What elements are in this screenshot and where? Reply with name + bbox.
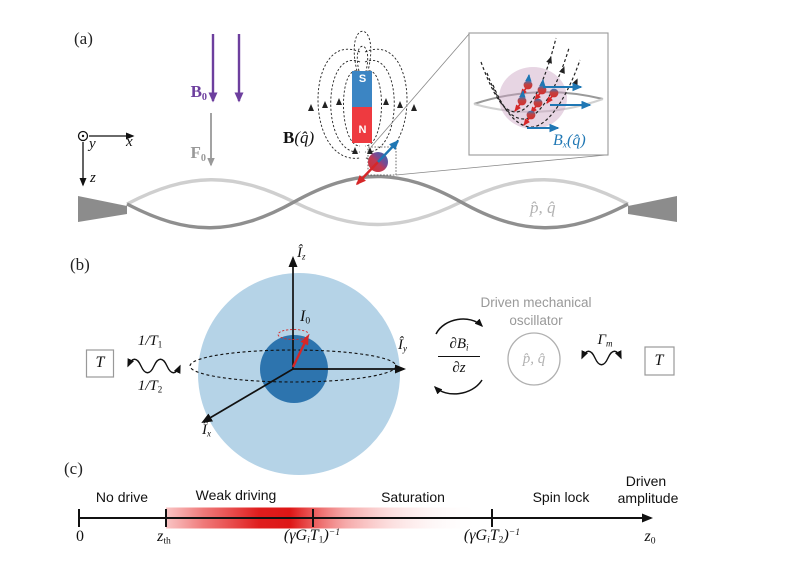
spin-particle — [355, 139, 400, 186]
oscillator-circle — [507, 332, 561, 386]
mode-operators-label: p̂, q̂ — [530, 198, 556, 217]
bar-magnet — [352, 71, 372, 143]
panel-b-graphics — [85, 256, 675, 475]
axis-ticks — [78, 509, 493, 527]
rate-1-over-t2: 1/T2 — [137, 378, 163, 395]
right-bath-box — [644, 346, 675, 376]
tick-label-zth: zth — [157, 528, 171, 547]
axis-z-label: z — [90, 170, 96, 186]
string-mode-light — [126, 178, 629, 227]
left-clamp — [78, 196, 127, 222]
rate-1-over-t1: 1/T1 — [137, 333, 163, 350]
coordinate-frame-icon — [77, 130, 135, 187]
polarization-vector — [291, 334, 310, 368]
tick-label-z0: z0 — [644, 528, 656, 547]
panel-a-tag: (a) — [74, 29, 93, 48]
b0-field-label: B0 — [190, 82, 207, 103]
axis-iy-label: Îy — [398, 337, 407, 354]
inset-bx-arrows — [527, 82, 592, 133]
region-weak-driving: Weak driving — [195, 487, 277, 503]
panel-c-graphics — [78, 507, 653, 529]
coupling-denominator: ∂z — [452, 360, 466, 376]
inset-spins — [514, 74, 559, 126]
zoom-source-box — [367, 146, 397, 176]
tick-label-zero: 0 — [76, 528, 84, 545]
zoom-connector-top — [370, 33, 470, 148]
axis-iz-label: Îz — [297, 245, 306, 262]
left-bath-label: T — [95, 354, 105, 371]
coupling-fraction-bar — [438, 356, 480, 357]
region-saturation: Saturation — [381, 489, 445, 505]
magnet-north-label: N — [358, 124, 367, 136]
tick-label-gamma-g-t1: (γGiT1)−1 — [283, 527, 341, 546]
oscillator-title-line1: Driven mechanical — [480, 295, 592, 310]
bloch-axes — [201, 256, 406, 424]
axis-title-line1: Driven — [625, 473, 667, 489]
tick-label-gamma-g-t2: (γGiT2)−1 — [463, 527, 521, 546]
coupling-numerator: ∂Bi — [449, 336, 469, 353]
gradient-field-label: B(q̂) — [283, 128, 315, 147]
i0-vector-label: I0 — [300, 308, 311, 327]
right-bath-label: T — [654, 352, 664, 369]
inset-bx-label: Bx(q̂) — [553, 132, 586, 151]
precession-cone — [277, 329, 310, 340]
left-bath-box — [85, 349, 115, 378]
f0-force-label: F0 — [190, 143, 206, 164]
panel-c-tag: (c) — [64, 459, 83, 478]
string-mode-dark — [126, 174, 629, 230]
spin-ensemble-blob — [499, 67, 567, 129]
region-spin-lock: Spin lock — [532, 489, 590, 505]
coupling-arrow-bottom — [433, 379, 483, 395]
axis-y-label: y — [89, 136, 96, 152]
right-bath-wavy-arrow — [581, 350, 622, 366]
oscillator-operators: p̂, q̂ — [522, 351, 546, 367]
axis-ix-label: Îx — [202, 422, 211, 439]
field-line-arrowheads — [308, 98, 417, 154]
axis-title-line2: amplitude — [617, 490, 679, 506]
static-field-b0-arrows — [208, 34, 244, 103]
gamma-m-label: Γm — [597, 332, 613, 349]
coupling-arrow-top — [435, 318, 484, 335]
zoom-inset — [468, 32, 609, 156]
axis-x-label: x — [126, 134, 133, 150]
left-bath-wavy-arrow — [127, 358, 181, 374]
panel-b-tag: (b) — [70, 255, 90, 274]
magnet-south-label: S — [358, 73, 367, 85]
region-no-drive: No drive — [95, 489, 149, 505]
zoom-connector-bottom — [395, 154, 607, 176]
oscillator-title-line2: oscillator — [509, 313, 563, 328]
panel-a-graphics — [77, 31, 677, 230]
right-clamp — [628, 196, 677, 222]
